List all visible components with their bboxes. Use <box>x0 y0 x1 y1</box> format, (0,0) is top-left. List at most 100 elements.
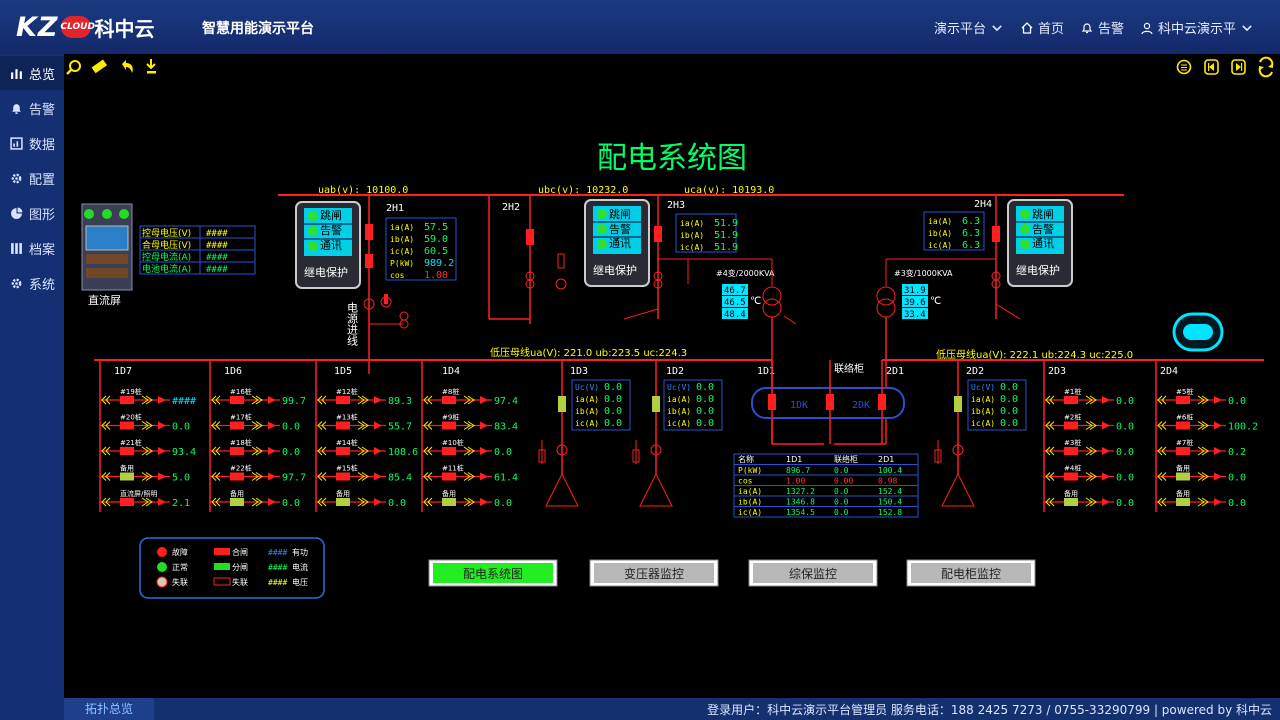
transformer-name: #3变/1000KVA <box>894 268 953 278</box>
btn-transformer[interactable]: 变压器监控 <box>589 559 719 587</box>
summary-cell: 0.0 <box>834 508 849 517</box>
feeder-breaker[interactable] <box>1176 421 1190 430</box>
feeder-breaker[interactable] <box>336 498 350 506</box>
btn-distribution[interactable]: 配电系统图 <box>428 559 558 587</box>
breaker-1d1[interactable] <box>768 394 776 410</box>
logo-text: KZ <box>16 11 59 43</box>
dc-panel[interactable]: 直流屏 <box>81 203 133 307</box>
feeder-arrow-icon <box>1085 472 1097 481</box>
summary-row-label: ic(A) <box>738 508 762 517</box>
feeder-arrow-icon <box>463 446 475 456</box>
nav-home-label: 首页 <box>1037 22 1064 37</box>
zoom-icon[interactable] <box>66 60 81 75</box>
sidebar-item-system[interactable]: 系统 <box>0 266 64 300</box>
feeder-breaker[interactable] <box>1176 498 1190 506</box>
user-icon <box>1141 22 1153 34</box>
refresh-icon[interactable] <box>1258 56 1274 78</box>
feeder-breaker[interactable] <box>1176 396 1190 404</box>
btn-cabinet[interactable]: 配电柜监控 <box>906 559 1036 587</box>
toolbar-left <box>66 59 156 75</box>
nav-user[interactable]: 科中云演示平 <box>1140 18 1254 37</box>
feeder-breaker[interactable] <box>230 396 244 404</box>
breaker-tie[interactable] <box>826 394 834 410</box>
nav-alarm[interactable]: 告警 <box>1080 18 1124 37</box>
relay-2h4[interactable]: 跳闸 告警 通讯 继电保护 <box>1007 199 1073 287</box>
summary-cell: 1346.8 <box>786 498 815 507</box>
platform-title: 智慧用能演示平台 <box>202 21 314 37</box>
summary-cell: 0.98 <box>878 477 897 486</box>
sidebar-item-config[interactable]: 配置 <box>0 161 64 195</box>
feeder-breaker[interactable] <box>442 447 456 455</box>
feeder-breaker[interactable] <box>336 396 350 404</box>
feeder-breaker[interactable] <box>442 396 456 404</box>
feeder-end-icon <box>1102 447 1110 455</box>
cap-value: 0.0 <box>1000 394 1018 405</box>
feeder-arrow-icon <box>423 421 433 430</box>
feeder-breaker[interactable] <box>1064 447 1078 455</box>
feeder-breaker[interactable] <box>1064 421 1078 430</box>
sidebar-item-overview[interactable]: 总览 <box>0 56 64 90</box>
feeder-value: 61.4 <box>494 473 518 484</box>
feeder-arrow-icon <box>423 395 433 405</box>
feeder-breaker[interactable] <box>442 498 456 506</box>
feeder-breaker[interactable] <box>336 421 350 430</box>
feeder-end-icon <box>480 498 488 506</box>
feeder-breaker[interactable] <box>230 421 244 430</box>
prev-icon[interactable] <box>1204 59 1219 75</box>
feeder-value: 0.0 <box>282 447 300 458</box>
list-icon[interactable] <box>1176 59 1192 75</box>
undo-icon[interactable] <box>122 60 133 73</box>
feeder-value: #### <box>172 396 196 407</box>
feeder-breaker[interactable] <box>120 498 134 506</box>
sidebar-item-data[interactable]: 数据 <box>0 126 64 160</box>
feeder-breaker[interactable] <box>1176 447 1190 455</box>
feeder-name: #6桩 <box>1176 413 1193 422</box>
breaker-2d1[interactable] <box>878 394 886 410</box>
ruler-icon[interactable] <box>91 59 108 74</box>
relay-2h3[interactable]: 跳闸 告警 通讯 继电保护 <box>584 199 650 287</box>
feeder-breaker[interactable] <box>442 421 456 430</box>
feeder-breaker[interactable] <box>120 396 134 404</box>
feeder-breaker[interactable] <box>1064 472 1078 481</box>
footer-tab-topology[interactable]: 拓扑总览 <box>64 698 154 720</box>
temp-value: 31.9 <box>904 286 926 296</box>
feeder-breaker[interactable] <box>442 472 456 481</box>
feeder-value: 0.0 <box>172 422 190 433</box>
relay-2h1[interactable]: 跳闸 告警 通讯 继电保护 <box>295 201 361 289</box>
feeder-name: #5桩 <box>1176 387 1193 396</box>
feeder-arrow-icon <box>357 472 369 481</box>
btn-protection[interactable]: 综保监控 <box>748 559 878 587</box>
download-icon[interactable] <box>146 59 156 74</box>
next-icon[interactable] <box>1231 59 1246 75</box>
nav-platform-select[interactable]: 演示平台 <box>934 18 1004 37</box>
feeder-breaker[interactable] <box>120 421 134 430</box>
sidebar-item-archive[interactable]: 档案 <box>0 231 64 265</box>
feeder-breaker[interactable] <box>120 447 134 455</box>
capacitor-breaker[interactable] <box>954 396 962 412</box>
feeder-breaker[interactable] <box>230 472 244 481</box>
feeder-breaker[interactable] <box>1064 498 1078 506</box>
capacitor-breaker[interactable] <box>652 396 660 412</box>
feeder-breaker[interactable] <box>230 447 244 455</box>
sidebar-item-graphics[interactable]: 图形 <box>0 196 64 230</box>
feeder-arrow-icon <box>317 446 327 456</box>
feeder-breaker[interactable] <box>1176 472 1190 481</box>
sidebar-item-alarm[interactable]: 告警 <box>0 91 64 125</box>
cap-value: 0.0 <box>696 394 714 405</box>
footer: 拓扑总览 登录用户：科中云演示平台管理员 服务电话：188 2425 7273 … <box>64 698 1280 720</box>
feeder-breaker[interactable] <box>336 447 350 455</box>
feeder-arrow-icon <box>1085 446 1097 456</box>
feeder-name: 备用 <box>1176 464 1190 473</box>
feeder-breaker[interactable] <box>336 472 350 481</box>
feeder-breaker[interactable] <box>120 472 134 481</box>
feeder-breaker[interactable] <box>230 498 244 506</box>
capacitor-breaker[interactable] <box>558 396 566 412</box>
feeder-arrow-icon <box>1045 497 1055 507</box>
nav-home[interactable]: 首页 <box>1020 18 1064 37</box>
tie-label-right: 2DK <box>852 400 870 411</box>
feeder-value: 85.4 <box>388 473 412 484</box>
cabinet-label: 2H1 <box>386 203 404 214</box>
feeder-breaker[interactable] <box>1064 396 1078 404</box>
